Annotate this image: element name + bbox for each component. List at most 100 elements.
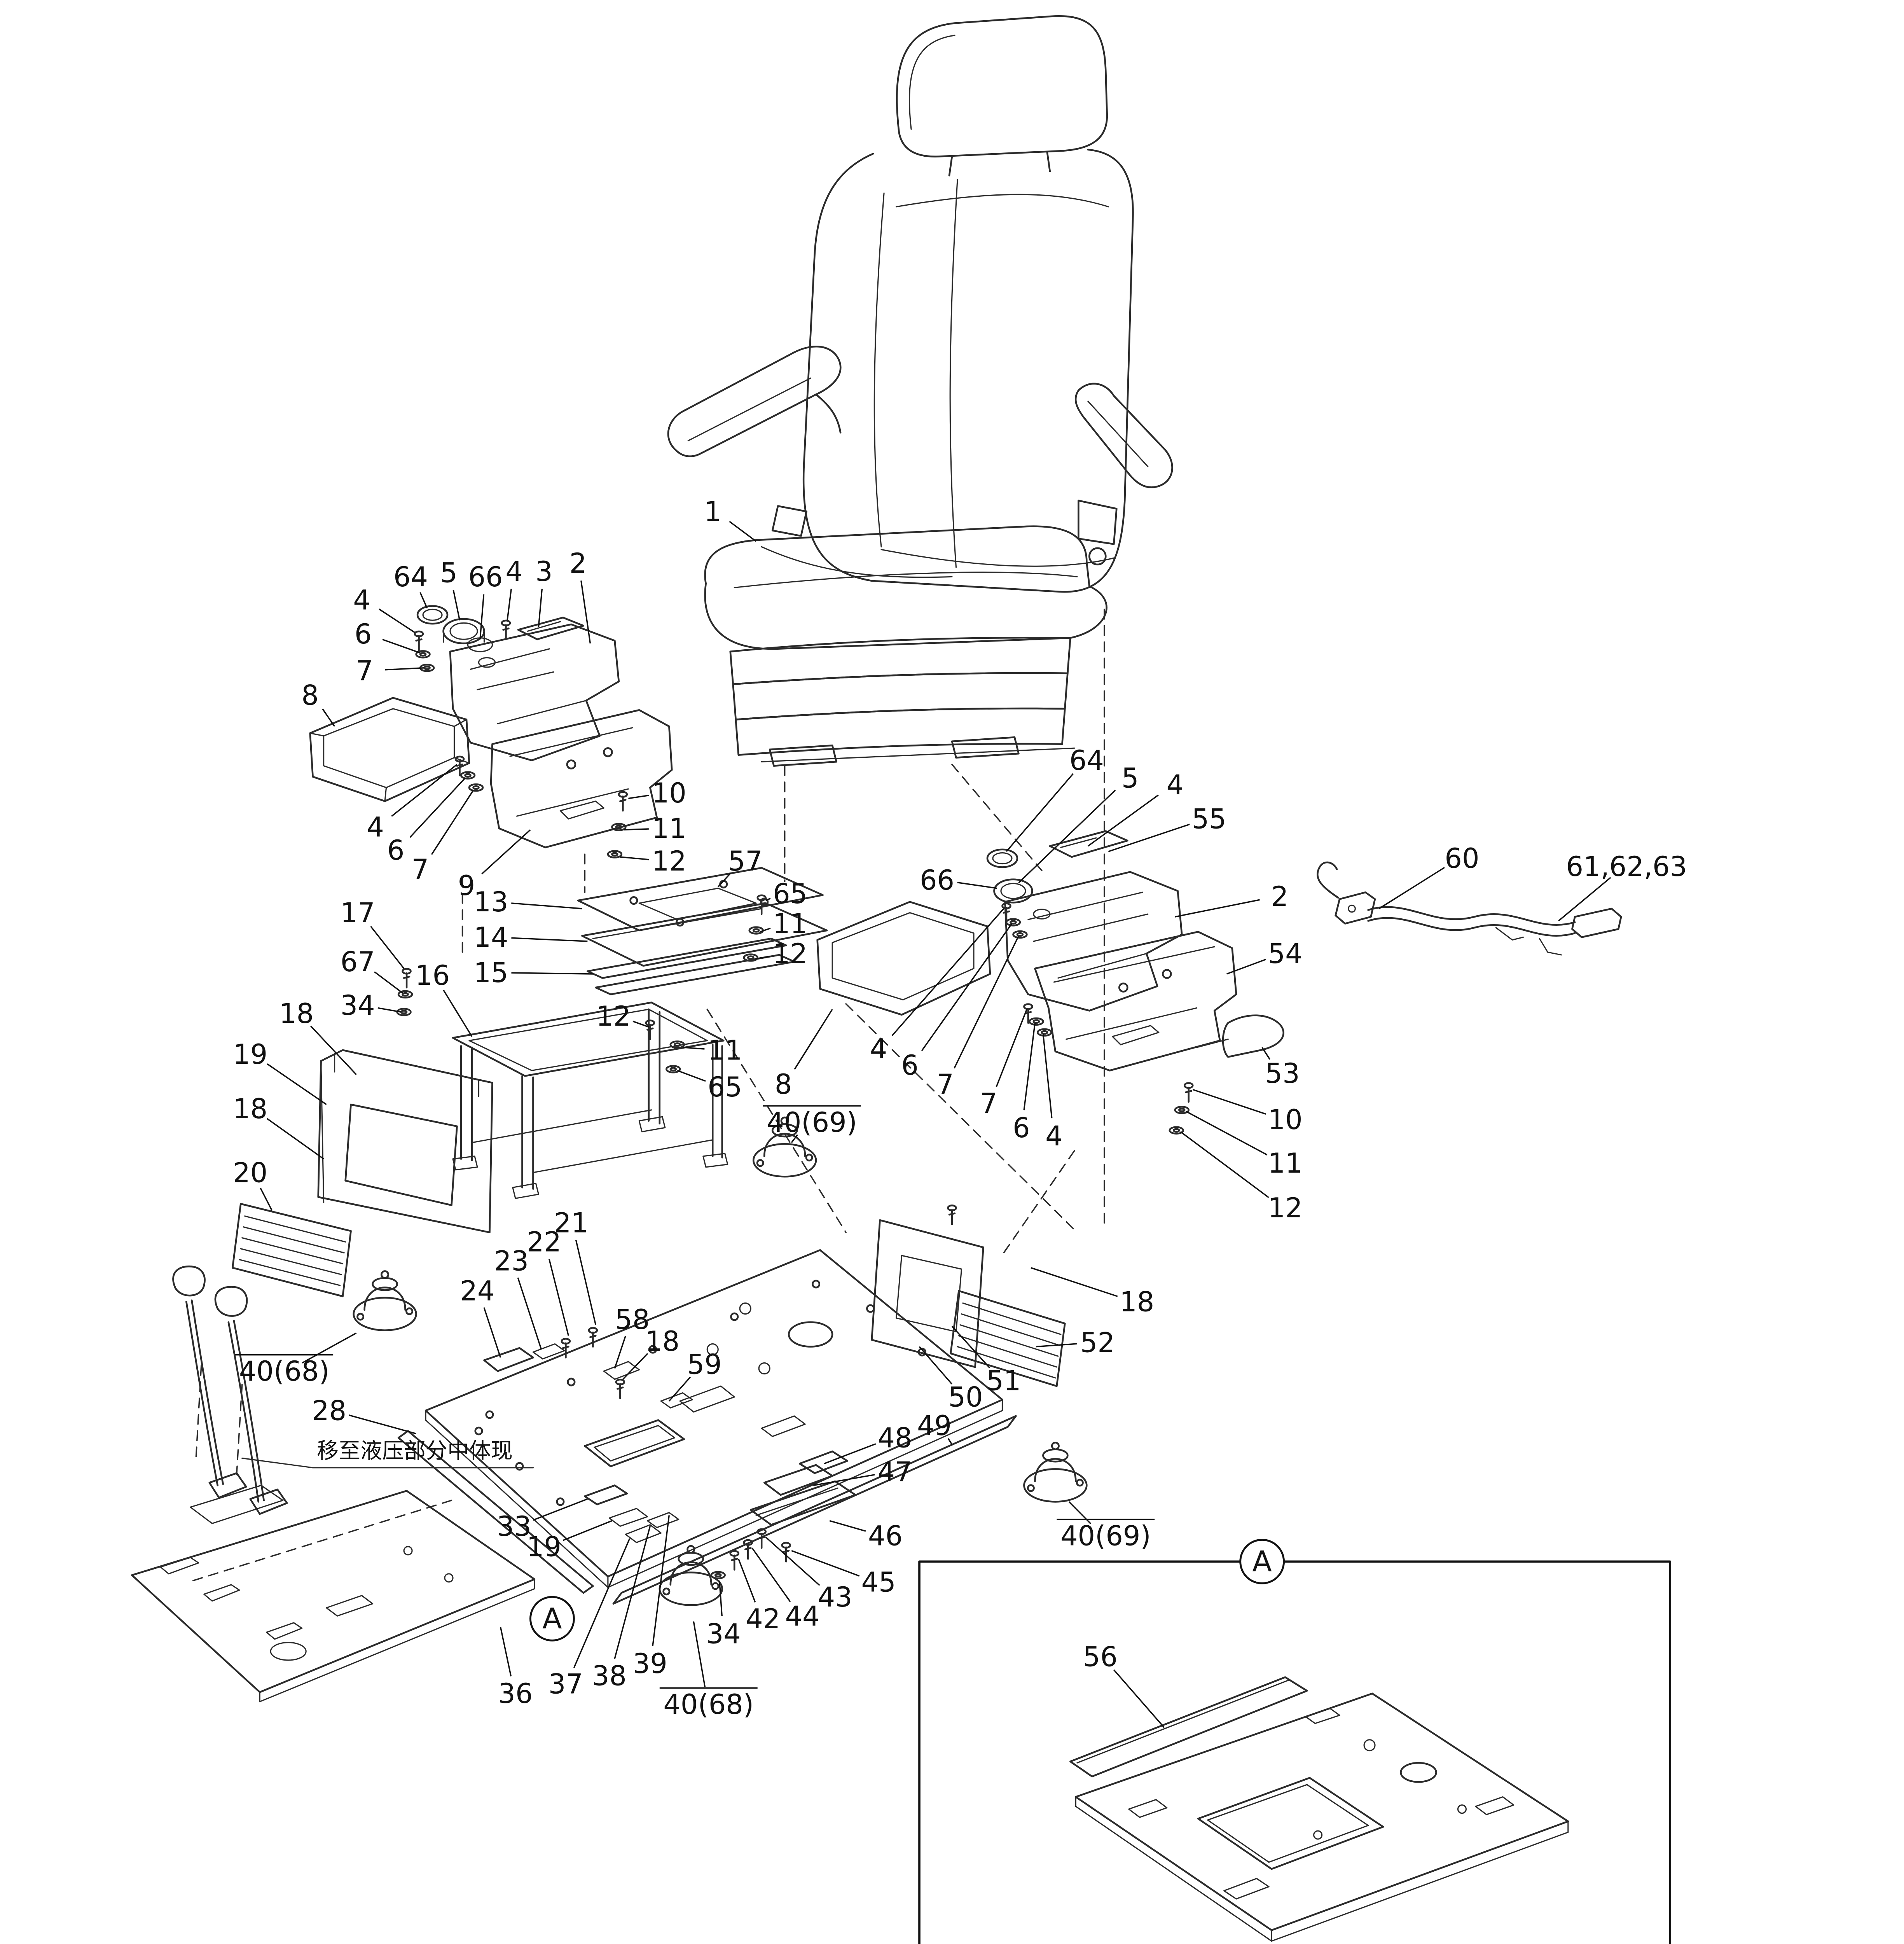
part-callout: 36 (498, 1678, 533, 1710)
leader-line (481, 829, 531, 874)
leader-line (517, 1277, 542, 1350)
leader-line (921, 923, 1013, 1051)
leader-line (580, 580, 591, 644)
leader-line (562, 1520, 613, 1541)
leader-line (824, 1443, 876, 1465)
leader-line (760, 927, 771, 933)
leader-line (1378, 867, 1445, 909)
seat-assembly (667, 15, 1173, 767)
part-callout: 55 (1192, 803, 1226, 835)
leader-line (620, 856, 649, 860)
leader-line (791, 1550, 860, 1577)
leader-line (443, 989, 473, 1037)
part-callout: 12 (596, 1000, 631, 1032)
leader-line (483, 1307, 501, 1358)
part-callout: 11 (707, 1034, 742, 1066)
part-callout: 64 (393, 561, 428, 593)
leader-line (374, 971, 403, 994)
part-callout: 6 (901, 1049, 919, 1081)
part-callout: 20 (233, 1157, 267, 1189)
leader-line (677, 1070, 706, 1082)
leader-line (431, 790, 474, 855)
leader-line (947, 1438, 953, 1445)
leader-line (548, 1259, 569, 1336)
part-callout: 7 (936, 1068, 954, 1100)
part-callout: 34 (706, 1618, 741, 1650)
detail-marker-circle (1239, 1538, 1285, 1584)
wiring-harness (1317, 861, 1622, 956)
leader-line (1042, 1033, 1053, 1119)
relocation-note: 移至液压部分中体现 (317, 1438, 513, 1463)
lower-floor-plate (131, 1490, 536, 1703)
part-callout: 28 (312, 1395, 346, 1427)
leader-line (1023, 1023, 1036, 1110)
leader-line (1018, 790, 1116, 883)
part-callout: 59 (687, 1349, 722, 1381)
leader-line (391, 764, 458, 817)
part-callout: 17 (341, 897, 375, 929)
part-callout: 6 (1013, 1112, 1030, 1144)
part-callout: 5 (1121, 762, 1139, 794)
note-leader (241, 1457, 534, 1468)
part-callout: 8 (301, 679, 319, 711)
leader-line (1031, 1267, 1118, 1297)
part-callout: 45 (861, 1566, 896, 1598)
leader-line (322, 708, 335, 727)
leader-line (379, 608, 416, 633)
leader-line (419, 592, 428, 608)
leader-line (614, 1336, 626, 1369)
part-callout: 47 (878, 1456, 912, 1488)
leader-line (628, 794, 649, 799)
part-callout: 52 (1080, 1327, 1115, 1359)
leader-line (755, 955, 770, 960)
part-callout: 12 (773, 938, 807, 970)
part-callout: 18 (645, 1325, 680, 1357)
leader-line (384, 667, 424, 671)
vent-grille-right (950, 1290, 1066, 1387)
part-callout: 11 (1268, 1147, 1303, 1179)
detail-marker: A (529, 1596, 575, 1642)
part-callout: 5 (440, 557, 458, 589)
part-callout: 21 (554, 1207, 589, 1239)
detail-view-box (918, 1560, 1672, 1944)
detail-marker-label: A (1252, 1545, 1272, 1578)
leader-line (382, 639, 421, 654)
part-callout: 18 (233, 1093, 267, 1125)
part-callout: 48 (878, 1422, 912, 1454)
leader-line (1087, 794, 1159, 847)
leader-line (511, 937, 588, 942)
part-callout: 7 (356, 655, 373, 687)
leader-line (791, 1134, 798, 1143)
part-callout: 33 (497, 1510, 531, 1542)
leader-line (951, 1325, 990, 1369)
part-callout: 67 (341, 946, 375, 978)
part-callout: 38 (592, 1660, 627, 1692)
leader-line (632, 1021, 649, 1028)
leader-line (957, 881, 997, 889)
leader-line (751, 1547, 791, 1602)
leader-line (1108, 823, 1190, 852)
part-callout: 12 (1268, 1192, 1303, 1224)
part-callout: 4 (367, 811, 384, 843)
part-callout: 7 (412, 853, 429, 885)
leader-line (624, 828, 649, 830)
part-callout: 60 (1445, 843, 1479, 874)
leader-line (1261, 1047, 1271, 1060)
part-callout: 9 (458, 870, 475, 902)
part-callout: 18 (279, 998, 314, 1030)
part-callout: 50 (948, 1381, 983, 1413)
leader-line (573, 1538, 631, 1668)
leader-line (668, 1376, 691, 1402)
leader-line (409, 777, 466, 838)
leader-line (1185, 1110, 1268, 1156)
leader-line (1180, 1131, 1269, 1198)
leader-line (1558, 877, 1611, 921)
part-callout: 43 (818, 1581, 852, 1613)
left-console-assembly (309, 605, 673, 858)
leader-line (765, 1537, 820, 1586)
part-callout: 40(69) (767, 1107, 857, 1138)
part-callout: 49 (917, 1410, 952, 1442)
leader-line (829, 1520, 866, 1532)
part-callout: 7 (980, 1087, 997, 1119)
leader-line (683, 1047, 705, 1050)
